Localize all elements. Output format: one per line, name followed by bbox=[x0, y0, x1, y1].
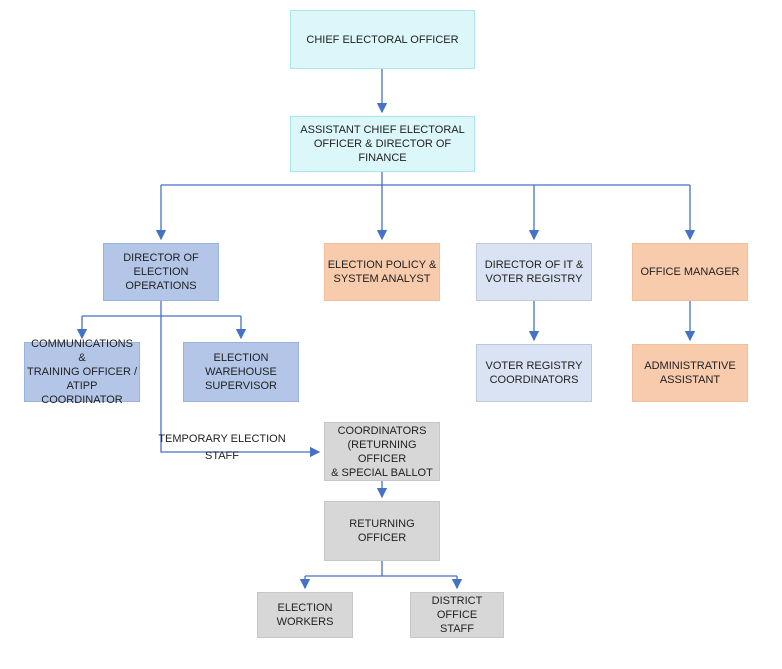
org-node-assistant-chief-electoral-officer: ASSISTANT CHIEF ELECTORAL OFFICER & DIRE… bbox=[290, 116, 475, 172]
org-node-administrative-assistant: ADMINISTRATIVE ASSISTANT bbox=[632, 344, 748, 402]
org-node-election-warehouse-supervisor: ELECTION WAREHOUSE SUPERVISOR bbox=[183, 342, 299, 402]
org-node-voter-registry-coordinators: VOTER REGISTRY COORDINATORS bbox=[476, 344, 592, 402]
temporary-election-staff-label: TEMPORARY ELECTION STAFF bbox=[158, 433, 286, 462]
org-node-district-office-staff: DISTRICT OFFICE STAFF bbox=[410, 592, 504, 638]
org-node-office-manager: OFFICE MANAGER bbox=[632, 243, 748, 301]
org-node-returning-officer: RETURNING OFFICER bbox=[324, 501, 440, 561]
org-node-election-workers: ELECTION WORKERS bbox=[257, 592, 353, 638]
org-node-coordinators-returning-officer-special-ballot: COORDINATORS (RETURNING OFFICER & SPECIA… bbox=[324, 422, 440, 481]
edge-operations-to-coordinators bbox=[160, 301, 321, 458]
org-node-director-it-voter-registry: DIRECTOR OF IT & VOTER REGISTRY bbox=[476, 243, 592, 301]
org-node-communications-training-officer: COMMUNICATIONS & TRAINING OFFICER / ATIP… bbox=[24, 338, 140, 406]
org-node-election-policy-system-analyst: ELECTION POLICY & SYSTEM ANALYST bbox=[324, 243, 440, 301]
org-node-chief-electoral-officer: CHIEF ELECTORAL OFFICER bbox=[290, 10, 475, 69]
org-node-director-election-operations: DIRECTOR OF ELECTION OPERATIONS bbox=[103, 243, 219, 301]
